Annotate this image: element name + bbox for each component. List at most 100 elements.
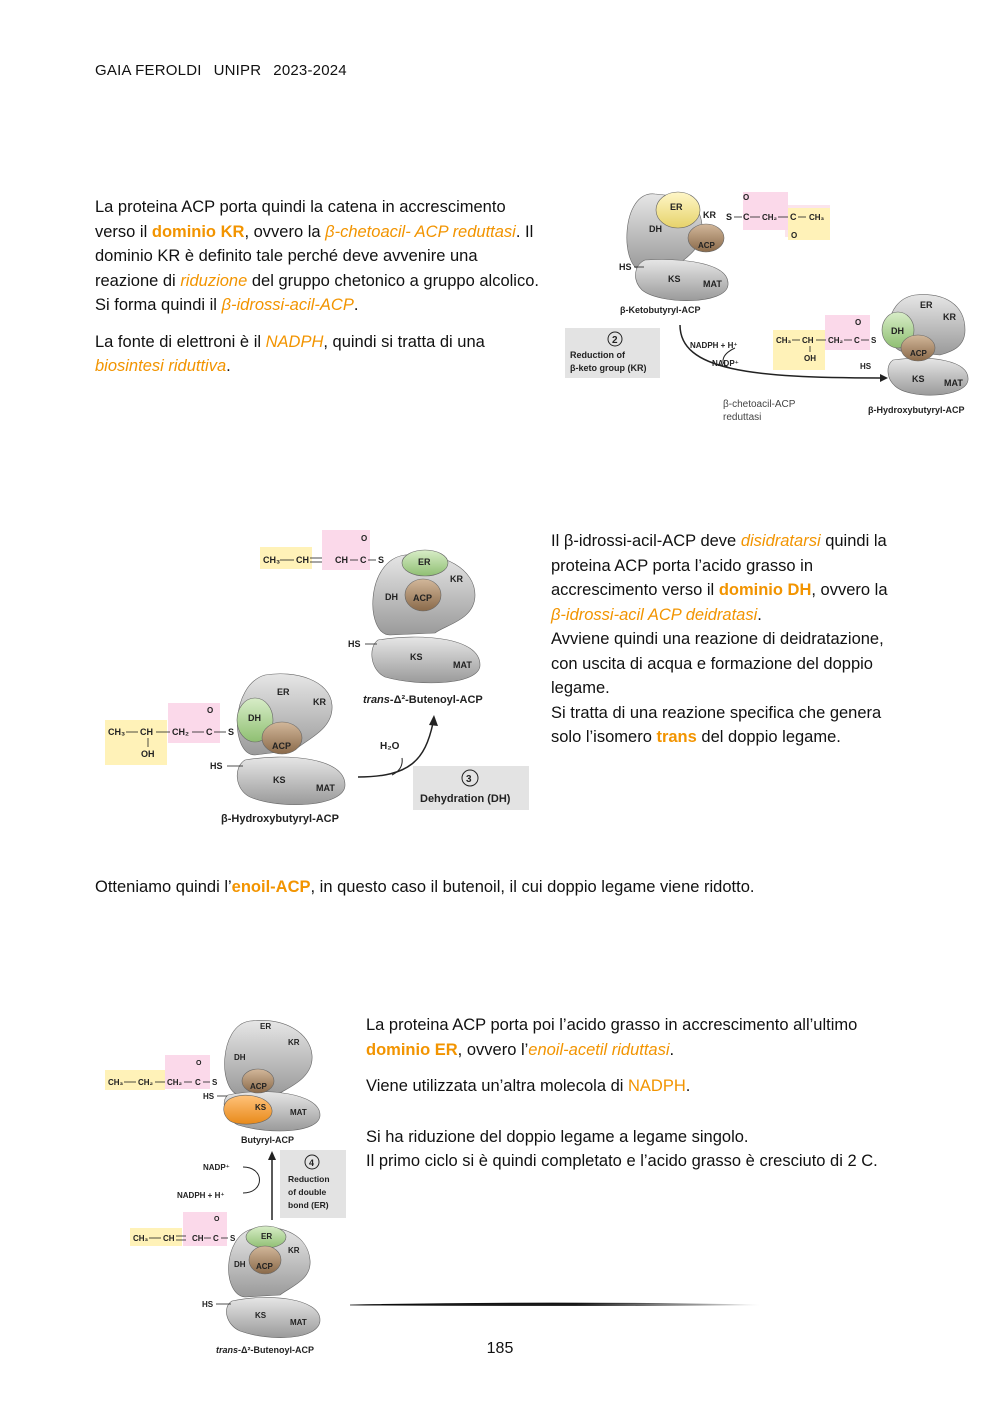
- footer-divider: [350, 1302, 760, 1306]
- highlight-enoil-acetil-riduttasi: enoil-acetil riduttasi: [528, 1040, 670, 1059]
- enzyme-ketobutyryl: ER KR DH ACP HS KS MAT: [619, 191, 729, 301]
- highlight-idrossi-acil-acp: β-idrossi-acil-ACP: [221, 296, 354, 314]
- paragraph-nadph-2: Viene utilizzata un’altra molecola di NA…: [366, 1074, 926, 1099]
- header-author: GAIA FEROLDI: [95, 62, 202, 79]
- text: .: [353, 296, 359, 314]
- text: del gruppo chetonico a gruppo alcolico.: [247, 271, 539, 290]
- step-box: [565, 328, 660, 378]
- label-mat: MAT: [453, 660, 472, 670]
- name-ketobutyryl: β-Ketobutyryl-ACP: [620, 305, 701, 315]
- label-top-ch3: CH₃: [263, 555, 280, 565]
- text: La proteina ACP porta quindi la catena i…: [95, 198, 506, 241]
- highlight-nadph-2: NADPH: [628, 1077, 686, 1095]
- label-top-ch2b: CH₂: [167, 1078, 183, 1087]
- label-h2o: H₂O: [380, 741, 400, 752]
- label-mat: MAT: [290, 1318, 307, 1327]
- label-ks: KS: [255, 1311, 267, 1320]
- label-acp: ACP: [413, 593, 432, 603]
- text: quindi la proteina ACP porta l’acido gra…: [551, 532, 887, 599]
- label-top-c: C: [195, 1078, 201, 1087]
- label-top-c: C: [360, 555, 367, 565]
- label-acp: ACP: [256, 1262, 274, 1271]
- label-hs: HS: [202, 1300, 214, 1309]
- label-kr: KR: [288, 1246, 300, 1255]
- label-ks: KS: [668, 274, 681, 284]
- step-line1: Reduction of: [570, 350, 626, 360]
- label-bot-s: S: [230, 1234, 236, 1243]
- text: , ovvero la: [244, 222, 326, 241]
- label-bot-c: C: [206, 727, 213, 737]
- label-bot-ch3: CH₃: [133, 1234, 149, 1243]
- step-line2: β-keto group (KR): [570, 363, 646, 373]
- label-dh: DH: [385, 592, 398, 602]
- paragraph-kr-domain: La proteina ACP porta quindi la catena i…: [95, 195, 545, 318]
- text: Il primo ciclo si è quindi completato e …: [366, 1152, 878, 1170]
- label-kr: KR: [703, 210, 716, 220]
- label-top-o: O: [196, 1060, 202, 1067]
- name-rest: -Δ²-Butenoyl-ACP: [390, 694, 483, 706]
- label-mat: MAT: [703, 279, 722, 289]
- label-er: ER: [670, 202, 683, 212]
- label-acp: ACP: [910, 349, 928, 358]
- name-prefix: trans: [363, 694, 390, 706]
- paragraph-enoil: Otteniamo quindi l’enoil-ACP, in questo …: [95, 875, 915, 900]
- label-bot-ch: CH: [140, 727, 153, 737]
- label-top-ch2: CH: [335, 555, 348, 565]
- figure-dh-dehydration: CH₃ CH CH C O S ER KR DH ACP HS KS MAT t…: [105, 530, 529, 825]
- text: del doppio legame.: [696, 728, 841, 746]
- paragraph-nadph: La fonte di elettroni è il NADPH, quindi…: [95, 330, 545, 379]
- enzyme-butenoyl: ER KR DH ACP HS KS MAT: [348, 549, 481, 684]
- label-top-o: O: [361, 534, 367, 543]
- label-kr: KR: [943, 312, 956, 322]
- label-top-s: S: [378, 555, 384, 565]
- label-bot-c: C: [213, 1234, 219, 1243]
- figure-kr-reduction: ER KR DH ACP HS KS MAT S C O CH₂ C O CH₃…: [565, 191, 969, 423]
- highlight-trans: trans: [656, 728, 697, 746]
- highlight-dominio-dh: dominio DH: [718, 581, 812, 599]
- step-number: 4: [309, 1158, 314, 1168]
- text: .: [669, 1040, 675, 1059]
- note-line1: β-chetoacil-ACP: [723, 399, 796, 410]
- name-rest: -Δ²-Butenoyl-ACP: [238, 1345, 314, 1355]
- name-hydroxybutyryl: β-Hydroxybutyryl-ACP: [868, 405, 965, 415]
- enzyme-hydroxybutyryl: ER KR DH ACP KS MAT: [881, 294, 969, 396]
- text: Si forma quindi il: [95, 296, 222, 314]
- note-line2: reduttasi: [723, 412, 761, 423]
- text: Otteniamo quindi l’: [95, 878, 232, 896]
- text: .: [226, 357, 231, 375]
- label-hs: HS: [348, 639, 361, 649]
- header-year: 2023-2024: [273, 62, 347, 79]
- label-acp: ACP: [698, 241, 716, 250]
- label-ks: KS: [912, 374, 925, 384]
- name-butenoyl-2: trans-Δ²-Butenoyl-ACP: [216, 1345, 314, 1355]
- text: . Il dominio KR è definito tale perché d…: [95, 222, 534, 290]
- label-er: ER: [277, 687, 290, 697]
- label-top-ch3: CH₃: [108, 1078, 124, 1087]
- step-box: [413, 766, 529, 810]
- label-prod-ch: CH: [802, 336, 814, 345]
- highlight-dominio-kr: dominio KR: [151, 222, 245, 241]
- label-ks: KS: [410, 652, 423, 662]
- label-ks: KS: [255, 1103, 267, 1112]
- label-mat: MAT: [290, 1108, 307, 1117]
- label-er: ER: [418, 557, 431, 567]
- label-nadph: NADPH + H⁺: [690, 341, 738, 350]
- label-kr: KR: [288, 1038, 300, 1047]
- label-hs: HS: [203, 1092, 215, 1101]
- highlight-riduzione: riduzione: [180, 271, 248, 290]
- label-bot-ch3: CH₃: [108, 727, 125, 737]
- text: , in questo caso il butenoil, il cui dop…: [310, 878, 755, 896]
- label-dh: DH: [234, 1053, 246, 1062]
- section-dh-text: Il β-idrossi-acil-ACP deve disidratarsi …: [551, 529, 901, 750]
- label-nadph: NADPH + H⁺: [177, 1191, 225, 1200]
- step-line1: Reduction: [288, 1174, 330, 1184]
- highlight-disidratarsi: disidratarsi: [740, 532, 821, 550]
- figure-er-reduction: CH₃ CH₂ CH₂ C O S ER KR DH ACP HS KS MAT…: [105, 1020, 346, 1355]
- step-number: 2: [612, 335, 618, 346]
- step-box: [280, 1150, 346, 1218]
- label-dh: DH: [891, 326, 904, 336]
- label-prod-ch2: CH₂: [828, 336, 844, 345]
- section-kr-text: La proteina ACP porta quindi la catena i…: [95, 195, 545, 379]
- text: , quindi si tratta di una: [323, 332, 485, 351]
